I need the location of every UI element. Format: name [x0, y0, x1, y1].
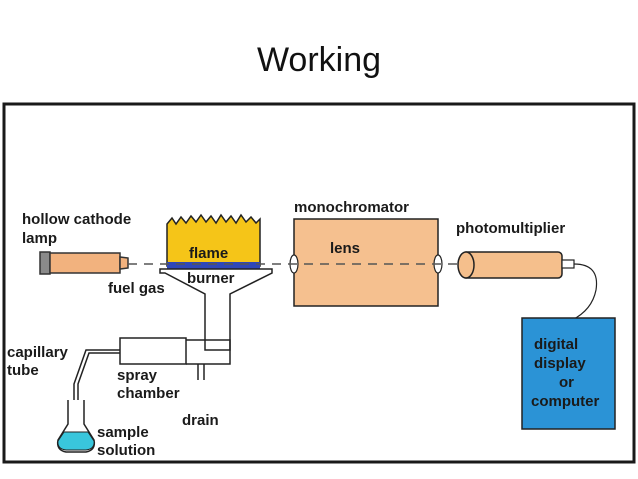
display-label-3: or	[559, 374, 574, 391]
sample-flask	[56, 400, 96, 453]
monochromator-label: monochromator	[294, 199, 409, 216]
slide-title: Working	[256, 41, 382, 79]
display-box	[521, 317, 616, 430]
spray-chamber-label-2: chamber	[117, 385, 180, 402]
sample-solution-label: sample	[97, 424, 149, 441]
display-label: digital	[534, 336, 578, 353]
lens-label: lens	[330, 240, 360, 257]
burner-label: burner	[187, 270, 235, 287]
burner	[159, 268, 273, 351]
hollow-cathode-lamp	[39, 251, 129, 275]
fuel-gas-label: fuel gas	[108, 280, 165, 297]
flame-shape	[166, 213, 261, 269]
sample-solution-label-2: solution	[97, 442, 155, 459]
display-label-2: display	[534, 355, 586, 372]
photomultiplier-label: photomultiplier	[456, 220, 565, 237]
spray-chamber	[119, 337, 231, 380]
capillary-tube-label: capillary	[7, 344, 69, 361]
flame-label: flame	[189, 245, 228, 262]
photomultiplier	[457, 251, 575, 279]
hollow-cathode-lamp-label-2: lamp	[22, 230, 57, 247]
signal-cable	[571, 263, 598, 321]
monochromator	[289, 218, 443, 307]
display-label-4: computer	[531, 393, 600, 410]
hollow-cathode-lamp-label: hollow cathode	[22, 211, 131, 228]
drain-label: drain	[182, 412, 219, 429]
spray-chamber-label: spray	[117, 367, 158, 384]
capillary-tube-label-2: tube	[7, 362, 39, 379]
